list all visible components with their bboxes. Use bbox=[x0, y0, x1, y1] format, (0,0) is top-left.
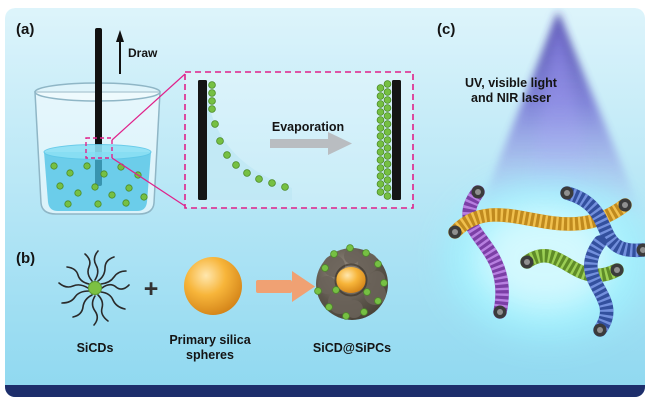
reaction-arrow bbox=[256, 271, 315, 302]
sicds-label: SiCDs bbox=[77, 341, 114, 355]
fiber-blue-upper bbox=[560, 186, 645, 258]
fiber-green bbox=[520, 249, 624, 283]
product-label: SiCD@SiPCs bbox=[313, 341, 391, 355]
callout-line-bottom bbox=[111, 157, 186, 207]
inset-right-rod bbox=[392, 80, 401, 200]
photonic-fibers bbox=[448, 185, 645, 337]
panel-c-label: (c) bbox=[437, 21, 455, 38]
silica-sphere bbox=[184, 257, 242, 315]
light-label-line2: and NIR laser bbox=[471, 91, 551, 105]
product-sphere bbox=[314, 244, 388, 320]
liquid-meniscus bbox=[207, 95, 292, 200]
deposited-particle-layer bbox=[376, 80, 392, 200]
light-label-line1: UV, visible light bbox=[465, 76, 558, 90]
evaporation-inset: Evaporation bbox=[184, 71, 414, 209]
panel-b: (b) SiCDs + Primary silica bbox=[16, 244, 391, 362]
plus-sign: + bbox=[144, 275, 159, 303]
panel-a-label: (a) bbox=[16, 21, 34, 38]
panel-a: (a) Draw bbox=[16, 21, 414, 215]
evaporation-label: Evaporation bbox=[272, 120, 344, 134]
liquid-surface bbox=[43, 144, 152, 160]
silica-label-line2: spheres bbox=[186, 348, 234, 362]
silica-label-line1: Primary silica bbox=[169, 333, 251, 347]
fiber-blue-lower bbox=[584, 235, 614, 337]
callout-line-top bbox=[111, 73, 186, 141]
bottom-bar bbox=[5, 385, 645, 397]
fiber-end-caps bbox=[448, 185, 645, 337]
panel-c: (c) bbox=[437, 12, 645, 340]
inset-left-rod bbox=[198, 80, 207, 200]
sicd-icon bbox=[58, 250, 130, 326]
solution-particles bbox=[50, 162, 148, 208]
zoom-region-box bbox=[85, 137, 113, 159]
fiber-purple bbox=[462, 185, 509, 319]
surface-particles bbox=[314, 244, 388, 320]
light-cone bbox=[476, 12, 644, 218]
meniscus-particles bbox=[208, 81, 289, 191]
panel-b-label: (b) bbox=[16, 250, 35, 267]
gold-core bbox=[336, 267, 366, 293]
draw-arrow bbox=[116, 30, 124, 74]
evaporation-arrow bbox=[270, 132, 352, 155]
beaker-icon bbox=[34, 28, 161, 215]
draw-label: Draw bbox=[128, 46, 158, 60]
